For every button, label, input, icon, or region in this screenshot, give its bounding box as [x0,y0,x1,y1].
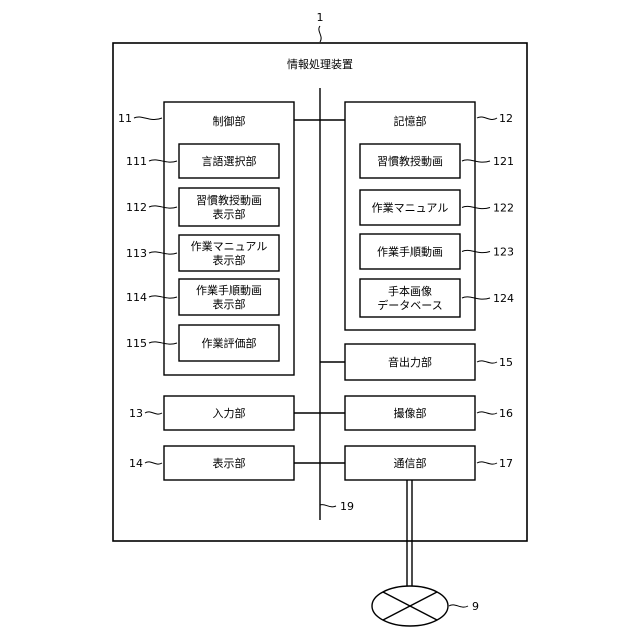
control-item-label: 言語選択部 [202,154,257,168]
control-item-label: 習慣教授動画 [196,193,262,207]
audio-output-label: 音出力部 [388,355,432,369]
storage-item-label: 作業マニュアル [372,202,449,215]
control-item-label: 作業マニュアル [191,240,268,253]
control-item-ref: 111 [126,155,147,168]
storage-item-ref: 124 [493,292,514,305]
storage-unit-ref: 12 [499,112,513,125]
communication-unit-ref: 17 [499,457,513,470]
display-unit-ref: 14 [129,457,143,470]
input-unit-label: 入力部 [213,406,246,420]
storage-item-ref: 122 [493,202,514,215]
display-unit-label: 表示部 [213,456,246,470]
device-ref: 1 [317,11,324,24]
control-unit-label: 制御部 [213,114,246,128]
device-ref-leader [319,26,321,42]
input-unit-ref: 13 [129,407,143,420]
device-title: 情報処理装置 [287,58,353,71]
network-ref-leader [449,605,468,607]
control-item-label: 表示部 [213,297,246,311]
storage-item-label: 手本画像 [388,284,432,298]
storage-item-label: 作業手順動画 [377,245,443,259]
control-item-ref: 114 [126,291,147,304]
storage-item-label: データベース [377,298,442,312]
control-item-ref: 115 [126,337,147,350]
control-item-ref: 113 [126,247,147,260]
bus-ref: 19 [340,500,354,513]
control-unit-ref: 11 [118,112,132,125]
control-item-label: 作業手順動画 [196,283,262,297]
imaging-unit-ref: 16 [499,407,513,420]
control-item-label: 作業評価部 [202,336,257,350]
imaging-unit-label: 撮像部 [394,406,427,420]
control-item-label: 表示部 [213,207,246,221]
communication-unit-label: 通信部 [394,456,427,470]
network-ref: 9 [472,600,479,613]
storage-item-ref: 123 [493,246,514,259]
audio-output-ref: 15 [499,356,513,369]
network-icon [372,586,448,626]
control-item-ref: 112 [126,201,147,214]
storage-item-ref: 121 [493,155,514,168]
control-item-label: 表示部 [213,253,246,267]
storage-unit-label: 記憶部 [394,114,427,128]
storage-item-label: 習慣教授動画 [377,154,443,168]
